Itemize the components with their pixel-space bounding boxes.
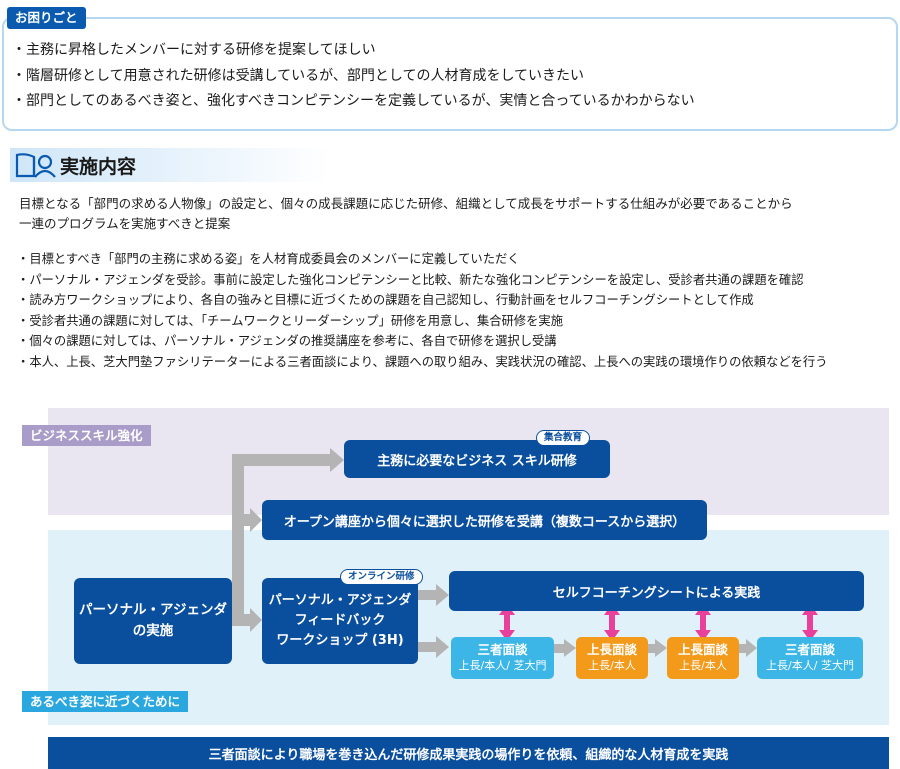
arrow-self-shaft [418, 590, 438, 600]
action-item: パーソナル・アジェンダを受診。事前に設定した強化コンピテンシーと比較、新たな強化… [17, 270, 877, 291]
open-course-box: オープン講座から個々に選択した研修を受講（複数コースから選択） [262, 500, 707, 540]
pa-line: パーソナル・アジェンダ [79, 602, 227, 618]
summary-line: 目標となる「部門の求める人物像」の設定と、個々の成長課題に応じた研修、組織として… [19, 196, 793, 211]
arrow-biz-head [330, 448, 344, 472]
meeting-title: 三者面談 [477, 642, 528, 657]
meeting-title: 上長面談 [586, 642, 637, 657]
meeting-participants: 上長/本人/ 芝大門 [458, 659, 547, 672]
problem-item: 部門としてのあるべき姿と、強化すべきコンピテンシーを定義しているが、実情と合って… [12, 89, 886, 115]
problem-item: 階層研修として用意された研修は受講しているが、部門としての人材育成をしていきたい [12, 64, 886, 90]
arrow-m2-shaft [554, 644, 566, 653]
arrow-open-head [250, 508, 262, 532]
action-list: 目標とすべき「部門の主務に求める姿」を人材育成委員会のメンバーに定義していただく… [17, 249, 877, 372]
meeting-title: 三者面談 [784, 642, 835, 657]
arrow-open-shaft [238, 514, 252, 526]
arrow-m2-head [564, 639, 576, 657]
action-item: 読み方ワークショップにより、各自の強みと目標に近づくための課題を自己認知し、行動… [17, 290, 877, 311]
pa-line: の実施 [132, 623, 174, 639]
action-item: 受診者共通の課題に対しては、「チームワークとリーダーシップ」研修を用意し、集合研… [17, 311, 877, 332]
section-header: 実施内容 [10, 148, 330, 182]
summary-text: 目標となる「部門の求める人物像」の設定と、個々の成長課題に応じた研修、組織として… [19, 194, 879, 234]
fb-line: フィードバック [294, 613, 386, 628]
fb-line: ワークショップ (3H) [276, 633, 404, 648]
arrow-m3-head [655, 639, 667, 657]
arrow-fb-head [250, 608, 262, 632]
book-person-icon [15, 153, 56, 178]
section-title: 実施内容 [60, 156, 137, 178]
problems-label: お困りごと [7, 7, 86, 29]
meeting-participants: 上長/本人 [679, 659, 727, 672]
meeting-participants: 上長/本人/ 芝大門 [766, 659, 854, 672]
action-item: 本人、上長、芝大門塾ファシリテーターによる三者面談により、課題への取り組み、実践… [17, 352, 877, 373]
problem-item: 主務に昇格したメンバーに対する研修を提案してほしい [12, 38, 886, 64]
arrow-m4-head [746, 639, 757, 657]
arrow-fb-shaft [232, 614, 252, 626]
arrow-self-head [436, 584, 449, 606]
meeting-three-party: 三者面談 上長/本人/ 芝大門 [757, 637, 863, 679]
fb-line: パーソナル・アジェンダ [268, 593, 412, 608]
arrow-m3-shaft [648, 644, 656, 653]
ideal-state-label: あるべき姿に近づくために [22, 691, 189, 712]
biz-training-box: 主務に必要なビジネス スキル研修 [344, 440, 610, 478]
meeting-participants: 上長/本人 [588, 659, 636, 672]
feedback-workshop-box: パーソナル・アジェンダ フィードバック ワークショップ (3H) [262, 578, 418, 664]
action-item: 個々の課題に対しては、パーソナル・アジェンダの推奨講座を参考に、各自で研修を選択… [17, 331, 877, 352]
problems-box: 主務に昇格したメンバーに対する研修を提案してほしい 階層研修として用意された研修… [2, 17, 898, 131]
action-item: 目標とすべき「部門の主務に求める姿」を人材育成委員会のメンバーに定義していただく [17, 249, 877, 270]
meeting-boss: 上長面談 上長/本人 [576, 637, 648, 679]
online-training-tag: オンライン研修 [340, 569, 423, 585]
business-skill-label: ビジネススキル強化 [22, 425, 151, 446]
arrow-trunk [232, 454, 244, 624]
arrow-m4-shaft [739, 644, 747, 653]
summary-line: 一連のプログラムを実施すべきと提案 [19, 216, 231, 231]
meeting-title: 上長面談 [677, 642, 728, 657]
self-coaching-box: セルフコーチングシートによる実践 [449, 571, 864, 611]
meeting-three-party: 三者面談 上長/本人/ 芝大門 [451, 637, 554, 679]
group-training-tag: 集合教育 [536, 430, 591, 446]
arrow-m1-head [436, 636, 449, 658]
footer-banner: 三者面談により職場を巻き込んだ研修成果実践の場作りを依頼、組織的な人材育成を実践 [48, 737, 889, 769]
personal-agenda-box: パーソナル・アジェンダ の実施 [74, 578, 232, 664]
meeting-boss: 上長面談 上長/本人 [667, 637, 739, 679]
arrow-m1-shaft [418, 642, 438, 652]
arrow-biz-shaft [238, 454, 332, 466]
